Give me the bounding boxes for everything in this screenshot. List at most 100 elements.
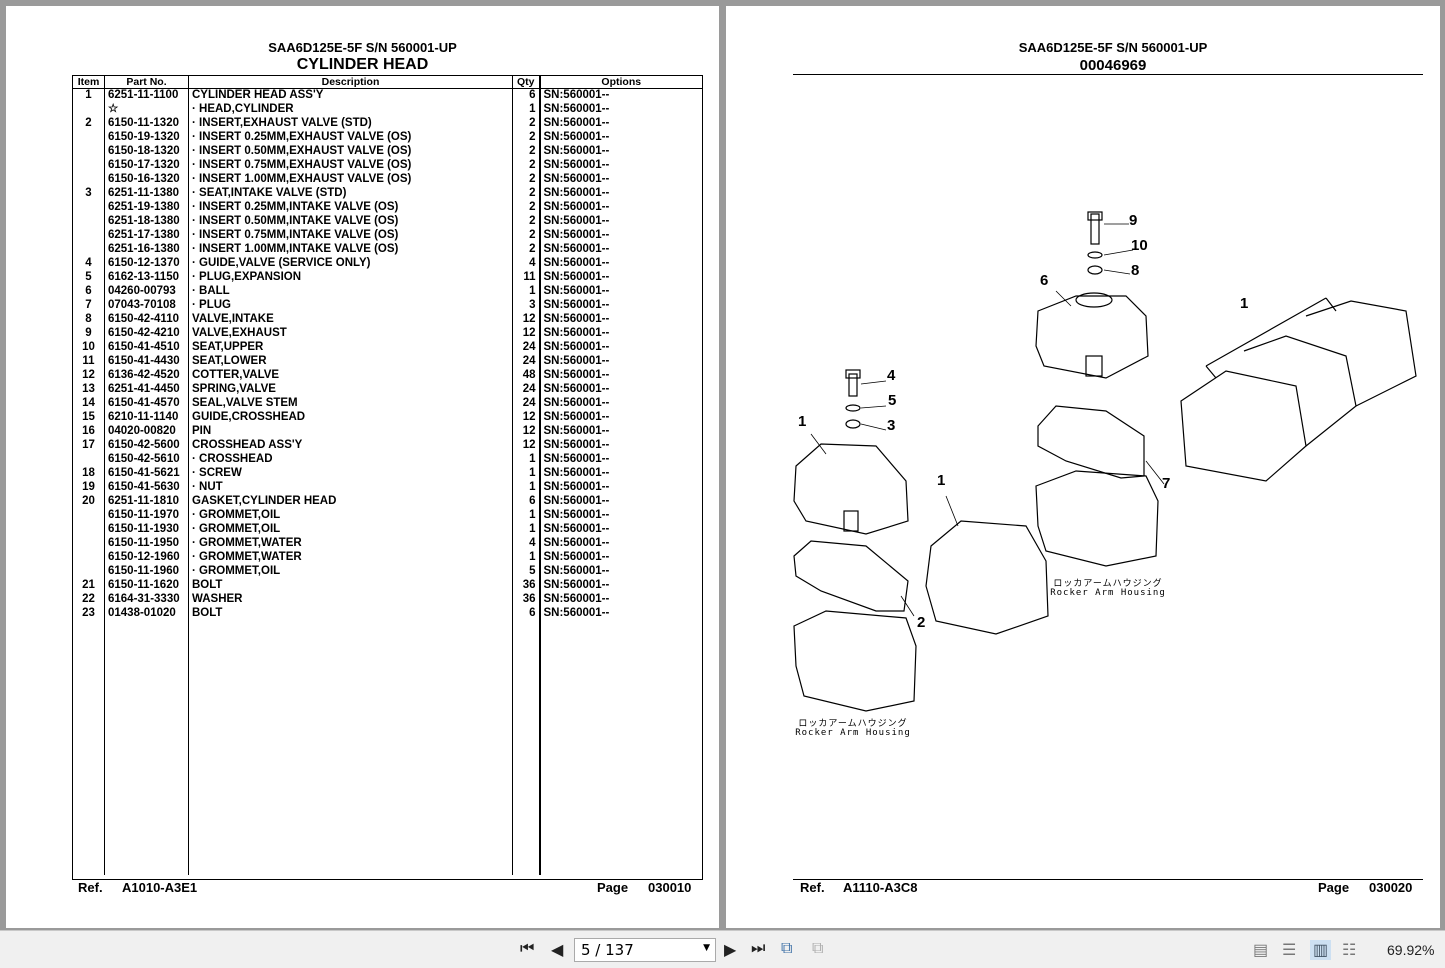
cell-qty: 6 [512, 88, 541, 103]
cell-qty: 2 [512, 158, 541, 173]
cell-options: SN:560001-- [539, 452, 703, 467]
cell-item: 23 [72, 606, 105, 621]
cell-item: 21 [72, 578, 105, 593]
cell-options: SN:560001-- [539, 256, 703, 271]
cell-options: SN:560001-- [539, 88, 703, 103]
zoom-level[interactable]: 69.92% [1387, 942, 1435, 958]
cell-qty: 1 [512, 480, 541, 495]
cell-item [72, 214, 105, 229]
cell-options: SN:560001-- [539, 130, 703, 145]
cell-part-no: 6150-18-1320 [104, 144, 189, 159]
cell-part-no: 6251-19-1380 [104, 200, 189, 215]
cell-options: SN:560001-- [539, 564, 703, 579]
cell-qty: 2 [512, 186, 541, 201]
ref-value: A1110-A3C8 [843, 880, 918, 895]
cell-description: · HEAD,CYLINDER [188, 102, 513, 117]
col-description: Description [188, 75, 513, 89]
cell-description: · INSERT 0.50MM,INTAKE VALVE (OS) [188, 214, 513, 229]
next-page-icon[interactable]: ▶ [724, 942, 737, 959]
cell-item [72, 158, 105, 173]
cell-part-no: 6150-11-1970 [104, 508, 189, 523]
callout-5: 5 [888, 392, 897, 409]
cell-description: GASKET,CYLINDER HEAD [188, 494, 513, 509]
cell-options: SN:560001-- [539, 396, 703, 411]
cell-qty: 3 [512, 298, 541, 313]
cell-description: · GROMMET,OIL [188, 564, 513, 579]
gasket-2 [793, 540, 909, 612]
ref-value: A1010-A3E1 [122, 880, 198, 895]
cell-description: COTTER,VALVE [188, 368, 513, 383]
cell-qty: 1 [512, 102, 541, 117]
cell-description: BOLT [188, 578, 513, 593]
cell-item: 11 [72, 354, 105, 369]
cell-item [72, 536, 105, 551]
previous-view-icon[interactable]: ⧉ [781, 940, 793, 957]
previous-page-icon[interactable]: ◀ [551, 942, 564, 959]
cell-qty: 36 [512, 592, 541, 607]
cell-item [72, 200, 105, 215]
cell-qty: 24 [512, 382, 541, 397]
page-number-input[interactable]: 5 / 137▼ [574, 938, 716, 962]
cell-item: 2 [72, 116, 105, 131]
cell-options: SN:560001-- [539, 214, 703, 229]
continuous-page-icon[interactable]: ☰ [1282, 942, 1297, 959]
cell-item: 12 [72, 368, 105, 383]
callout-4: 4 [887, 367, 896, 384]
callout-2: 2 [917, 614, 926, 631]
last-page-icon[interactable]: ⏭ [751, 940, 766, 957]
next-view-icon[interactable]: ⧉ [812, 940, 824, 957]
table-row: 6251-18-1380· INSERT 0.50MM,INTAKE VALVE… [72, 214, 703, 229]
cell-qty: 1 [512, 508, 541, 523]
cell-description: GUIDE,CROSSHEAD [188, 410, 513, 425]
page-number: 030010 [648, 880, 692, 895]
cell-part-no: 6251-16-1380 [104, 242, 189, 257]
cell-qty: 2 [512, 200, 541, 215]
cell-part-no: 6210-11-1140 [104, 410, 189, 425]
cell-part-no: 6150-17-1320 [104, 158, 189, 173]
left-page: SAA6D125E-5F S/N 560001-UP CYLINDER HEAD… [6, 6, 719, 928]
cell-item: 16 [72, 424, 105, 439]
cell-qty: 48 [512, 368, 541, 383]
cell-part-no: 6136-42-4520 [104, 368, 189, 383]
chevron-down-icon[interactable]: ▼ [703, 943, 710, 953]
cell-description: · SEAT,INTAKE VALVE (STD) [188, 186, 513, 201]
cell-description: BOLT [188, 606, 513, 621]
cell-item [72, 172, 105, 187]
first-page-icon[interactable]: ⏮ [520, 940, 535, 957]
table-row: 6150-17-1320· INSERT 0.75MM,EXHAUST VALV… [72, 158, 703, 173]
two-page-icon[interactable]: ▥ [1310, 940, 1332, 960]
cell-options: SN:560001-- [539, 172, 703, 187]
cell-options: SN:560001-- [539, 508, 703, 523]
cell-options: SN:560001-- [539, 228, 703, 243]
cell-options: SN:560001-- [539, 424, 703, 439]
cell-item [72, 508, 105, 523]
cell-options: SN:560001-- [539, 340, 703, 355]
cell-qty: 2 [512, 144, 541, 159]
cell-options: SN:560001-- [539, 200, 703, 215]
cell-description: · GROMMET,OIL [188, 522, 513, 537]
cell-qty: 2 [512, 130, 541, 145]
callout-3: 3 [887, 417, 896, 434]
cell-options: SN:560001-- [539, 522, 703, 537]
two-page-continuous-icon[interactable]: ☷ [1342, 942, 1357, 959]
cell-part-no: 6251-41-4450 [104, 382, 189, 397]
housing-label-jp: ロッカアームハウジング [1053, 579, 1163, 589]
cell-part-no: 6150-16-1320 [104, 172, 189, 187]
cell-description: SEAT,UPPER [188, 340, 513, 355]
cell-part-no: 6150-41-5630 [104, 480, 189, 495]
page-title: CYLINDER HEAD [296, 56, 429, 73]
single-page-icon[interactable]: ▤ [1253, 942, 1269, 959]
cell-part-no: 6251-11-1810 [104, 494, 189, 509]
cell-description: · SCREW [188, 466, 513, 481]
cell-part-no: ☆ [104, 102, 189, 117]
cell-options: SN:560001-- [539, 480, 703, 495]
right-page: SAA6D125E-5F S/N 560001-UP 00046969 9 10… [726, 6, 1440, 928]
illustration-id: 00046969 [1079, 57, 1147, 74]
